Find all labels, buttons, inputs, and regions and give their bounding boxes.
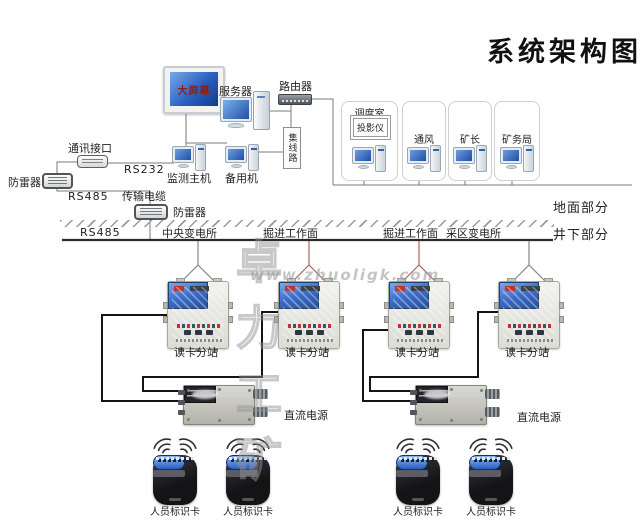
- arrester-left-label: 防雷器: [8, 176, 41, 189]
- personnel-card-label: 人员标识卡: [393, 507, 443, 518]
- router-icon: [278, 94, 312, 105]
- server-tower-icon: [253, 91, 270, 130]
- hub-box: 集线路: [283, 127, 301, 169]
- monitor-host-label: 监测主机: [167, 172, 211, 185]
- card-id-strip: [396, 457, 437, 477]
- radio-waves-icon: [151, 435, 515, 457]
- reader-station-label: 读卡分站: [174, 346, 218, 359]
- ventilation-label: 通风: [414, 135, 434, 146]
- reader-station-device: [384, 278, 454, 352]
- comm-interface-device: [77, 155, 108, 168]
- dc-power-device: [410, 385, 500, 425]
- personnel-card-label: 人员标识卡: [150, 507, 200, 518]
- card-id-strip: [226, 457, 267, 477]
- dc-power-device: [178, 385, 268, 425]
- personnel-card-label: 人员标识卡: [466, 507, 516, 518]
- big-screen-monitor: 大屏幕: [163, 66, 225, 114]
- location-label-central-substation: 中央变电所: [162, 227, 217, 240]
- dc-power-label: 直流电源: [284, 409, 328, 422]
- office-pc-icon: [500, 145, 536, 175]
- office-pc-icon: [453, 145, 489, 175]
- office-pc-icon: [407, 145, 443, 175]
- ground-section-label: 地面部分: [553, 201, 610, 216]
- station-lcd-screen: [279, 282, 335, 343]
- reader-station-device: [494, 278, 564, 352]
- server-monitor-icon: [220, 97, 252, 122]
- hub-label: 集线路: [286, 133, 297, 163]
- card-id-strip: [469, 457, 510, 477]
- station-lcd-screen: [499, 282, 555, 343]
- server-label: 服务器: [219, 85, 252, 98]
- reader-station-label: 读卡分站: [395, 346, 439, 359]
- dispatch-room-label: 调度室: [342, 105, 397, 120]
- office-box-dispatch: 调度室 投影仪: [341, 101, 398, 181]
- mining-bureau-label: 矿务局: [502, 135, 532, 146]
- reader-station-device: [163, 278, 233, 352]
- server-monitor-base: [228, 123, 244, 128]
- comm-interface-label: 通讯接口: [68, 142, 112, 155]
- monitor-host-pc-icon: [172, 144, 208, 174]
- rs232-label: RS232: [124, 163, 165, 176]
- backup-host-label: 备用机: [225, 172, 258, 185]
- big-screen-label: 大屏幕: [170, 72, 218, 106]
- reader-station-label: 读卡分站: [285, 346, 329, 359]
- location-label-district-substation: 采区变电所: [446, 227, 501, 240]
- office-pc-icon: [352, 145, 388, 175]
- arrester-mid-label: 防雷器: [173, 206, 206, 219]
- rs485-bus-label: RS485: [80, 226, 121, 239]
- lightning-arrester-icon: [134, 204, 168, 220]
- reader-station-label: 读卡分站: [505, 346, 549, 359]
- reader-station-device: [274, 278, 344, 352]
- page-title: 系统架构图: [487, 37, 642, 68]
- location-label-heading-face-2: 掘进工作面: [383, 227, 438, 240]
- personnel-card-device: [396, 455, 440, 505]
- lightning-arrester-icon: [42, 173, 73, 189]
- office-box-mining-bureau: 矿务局: [494, 101, 540, 181]
- station-lcd-screen: [168, 282, 224, 343]
- backup-host-pc-icon: [225, 144, 261, 174]
- personnel-card-device: [153, 455, 197, 505]
- projector-device: 投影仪: [350, 115, 391, 140]
- cable-label: 传输电缆: [122, 190, 166, 203]
- personnel-card-device: [226, 455, 270, 505]
- ground-hatch: [60, 220, 554, 227]
- dc-power-label: 直流电源: [517, 411, 561, 424]
- station-lcd-screen: [389, 282, 445, 343]
- location-label-heading-face-1: 掘进工作面: [263, 227, 318, 240]
- router-label: 路由器: [279, 80, 312, 93]
- mine-manager-label: 矿长: [460, 135, 480, 146]
- card-id-strip: [153, 457, 194, 477]
- personnel-card-device: [469, 455, 513, 505]
- projector-label: 投影仪: [353, 118, 388, 137]
- rs485-top-label: RS485: [68, 190, 109, 203]
- underground-section-label: 井下部分: [553, 228, 610, 243]
- power-wires: [101, 311, 499, 402]
- personnel-card-label: 人员标识卡: [223, 507, 273, 518]
